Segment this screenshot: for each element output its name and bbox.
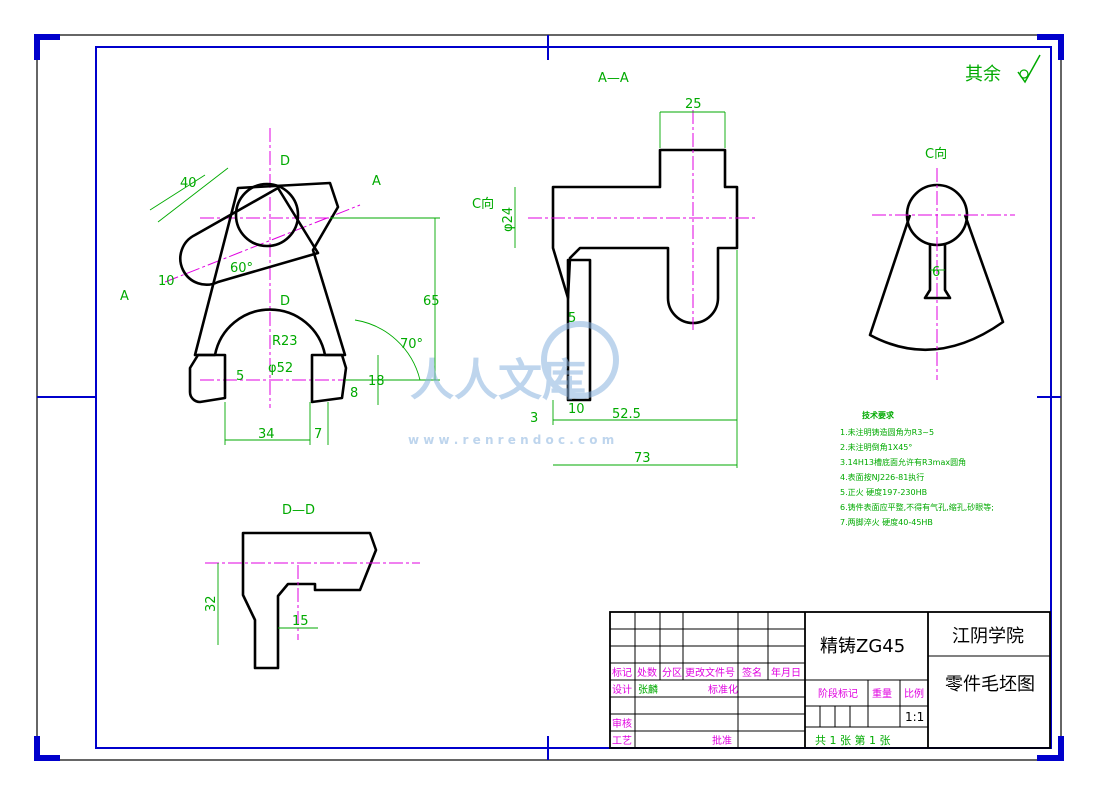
note-6: 6.铸件表面应平整,不得有气孔,缩孔,砂眼等; xyxy=(840,502,994,512)
section-title-dd: D—D xyxy=(282,503,315,518)
header-count: 处数 xyxy=(637,666,657,679)
scale-value: 1:1 xyxy=(905,710,924,724)
material: 精铸ZG45 xyxy=(820,636,905,657)
view-mark-c: C向 xyxy=(472,196,494,212)
dim-3: 3 xyxy=(530,411,538,426)
section-mark-d-top: D xyxy=(280,154,290,169)
technical-notes: 技术要求 1.未注明铸造圆角为R3~5 2.未注明倒角1X45° 3.14H13… xyxy=(840,410,994,527)
standard-label: 标准化 xyxy=(708,683,738,696)
roughness-check-icon xyxy=(1017,54,1041,84)
watermark-url: w w w . r e n r e n d o c . c o m xyxy=(408,433,614,447)
dim-phi52: φ52 xyxy=(268,361,293,376)
section-mark-d-bottom: D xyxy=(280,294,290,309)
notes-title: 技术要求 xyxy=(862,410,895,420)
note-5: 5.正火 硬度197-230HB xyxy=(840,487,927,497)
dim-phi24: φ24 xyxy=(501,207,516,232)
dim-40: 40 xyxy=(180,176,197,191)
school-name: 江阴学院 xyxy=(952,626,1024,647)
header-zone: 分区 xyxy=(662,667,682,679)
surface-note: 其余 xyxy=(965,64,1001,85)
dim-7: 7 xyxy=(314,427,322,442)
dim-32: 32 xyxy=(204,595,219,612)
header-change-doc: 更改文件号 xyxy=(685,666,735,679)
header-signature: 签名 xyxy=(742,666,762,679)
dim-73: 73 xyxy=(634,451,651,466)
section-title-aa: A—A xyxy=(598,71,629,86)
stage-label: 阶段标记 xyxy=(818,687,858,700)
dim-18: 18 xyxy=(368,374,385,389)
drawing-name: 零件毛坯图 xyxy=(945,674,1035,695)
dim-5b: 5 xyxy=(568,311,576,326)
dim-65: 65 xyxy=(423,294,440,309)
dim-r23: R23 xyxy=(272,334,298,349)
title-block: 精铸ZG45 江阴学院 零件毛坯图 标记 处数 分区 更改文件号 签名 年月日 … xyxy=(609,611,1051,749)
dim-10: 10 xyxy=(158,274,175,289)
note-4: 4.表面按NJ226-81执行 xyxy=(840,472,924,482)
dim-10b: 10 xyxy=(568,402,585,417)
sheet-count: 共 1 张 第 1 张 xyxy=(815,733,890,747)
watermark-text: 人人文库 xyxy=(410,355,586,406)
header-date: 年月日 xyxy=(771,666,801,679)
note-3: 3.14H13槽底面允许有R3max圆角 xyxy=(840,457,966,467)
dim-60: 60° xyxy=(230,261,253,276)
weight-label: 重量 xyxy=(872,687,892,700)
section-mark-a-right: A xyxy=(372,174,381,189)
scale-label: 比例 xyxy=(904,687,924,700)
section-view-dd: D—D 32 15 xyxy=(204,503,420,670)
header-mark: 标记 xyxy=(612,667,632,679)
dim-15: 15 xyxy=(292,614,309,629)
designer-name: 张麟 xyxy=(638,683,658,696)
watermark-logo-icon xyxy=(541,321,619,399)
dim-8: 8 xyxy=(350,386,358,401)
front-view: 40 10 60° 65 18 8 70° R23 φ52 5 34 7 D D… xyxy=(120,128,440,445)
note-1: 1.未注明铸造圆角为R3~5 xyxy=(840,427,934,437)
frame-corner-marks xyxy=(34,34,1064,761)
dim-34: 34 xyxy=(258,427,275,442)
dim-6: 6 xyxy=(932,265,940,280)
roughness-circle-icon xyxy=(1019,69,1029,79)
view-title-c: C向 xyxy=(925,146,947,162)
dim-25: 25 xyxy=(685,97,702,112)
dim-5: 5 xyxy=(236,369,244,384)
frame-center-marks xyxy=(37,35,1061,760)
section-mark-a-left: A xyxy=(120,289,129,304)
section-view-aa: A—A 25 φ24 C向 5 10 3 52.5 73 xyxy=(472,71,758,468)
review-label: 审核 xyxy=(612,717,632,730)
approve-label: 批准 xyxy=(712,734,732,747)
note-2: 2.未注明倒角1X45° xyxy=(840,442,912,452)
watermark: 人人文库 w w w . r e n r e n d o c . c o m xyxy=(408,321,619,447)
dim-70: 70° xyxy=(400,337,423,352)
design-label: 设计 xyxy=(612,683,632,696)
dim-52-5: 52.5 xyxy=(612,407,641,422)
note-7: 7.两脚淬火 硬度40-45HB xyxy=(840,517,933,527)
process-label: 工艺 xyxy=(612,735,632,747)
view-c: C向 6 xyxy=(868,146,1015,380)
